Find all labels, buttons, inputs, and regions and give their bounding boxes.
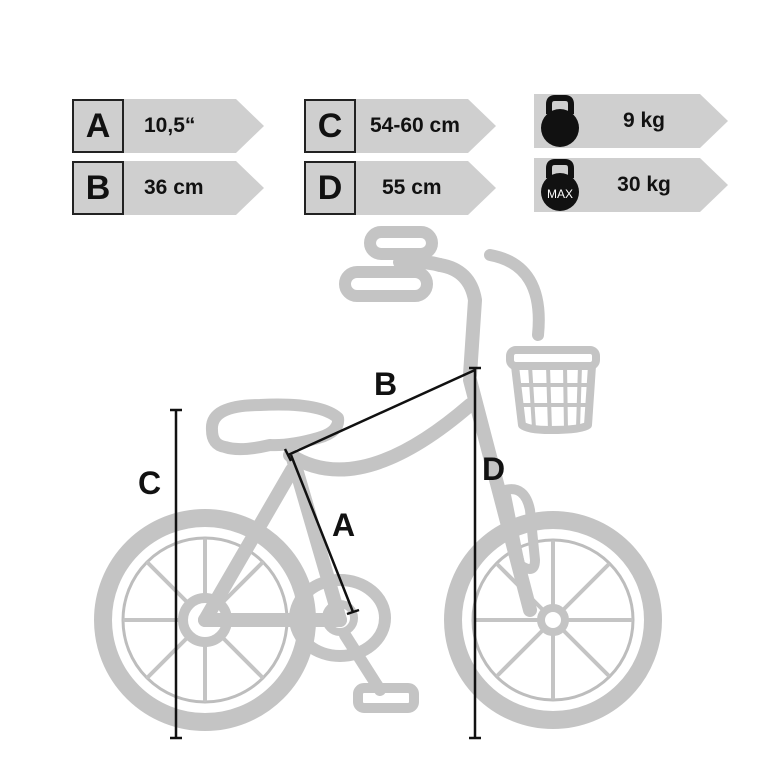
spec-a: A 10,5“ (72, 99, 264, 153)
spec-b: B 36 cm (72, 161, 264, 215)
spec-d-value: 55 cm (356, 161, 496, 215)
dimension-line-a (289, 454, 360, 616)
spec-weight: 9 kg (534, 94, 728, 148)
handlebars (339, 226, 545, 382)
kettlebell-icon (534, 94, 586, 148)
seat (206, 398, 345, 456)
frame (198, 373, 537, 627)
pedal (339, 629, 419, 713)
spec-max-load: MAX 30 kg (534, 158, 728, 212)
max-text: MAX (547, 187, 573, 201)
dimension-line-d (469, 366, 481, 740)
basket (506, 346, 600, 434)
dimension-label-c: C (138, 465, 161, 501)
spec-a-key: A (72, 99, 124, 153)
kettlebell-max-icon: MAX (534, 158, 586, 212)
spec-c-key: C (304, 99, 356, 153)
dimension-line-c (170, 408, 182, 740)
spec-b-value: 36 cm (124, 161, 264, 215)
spec-c-value: 54-60 cm (356, 99, 496, 153)
spec-d: D 55 cm (304, 161, 496, 215)
dimension-label-d: D (482, 451, 505, 487)
spec-max-load-value: 30 kg (586, 158, 728, 212)
dimension-label-b: B (374, 366, 397, 402)
dimension-label-a: A (332, 507, 355, 543)
spec-weight-value: 9 kg (586, 94, 728, 148)
fork-guard (500, 484, 540, 574)
spec-c: C 54-60 cm (304, 99, 496, 153)
spec-d-key: D (304, 161, 356, 215)
dimension-line-b (283, 368, 476, 462)
front-wheel (444, 511, 662, 729)
spec-a-value: 10,5“ (124, 99, 264, 153)
spec-b-key: B (72, 161, 124, 215)
